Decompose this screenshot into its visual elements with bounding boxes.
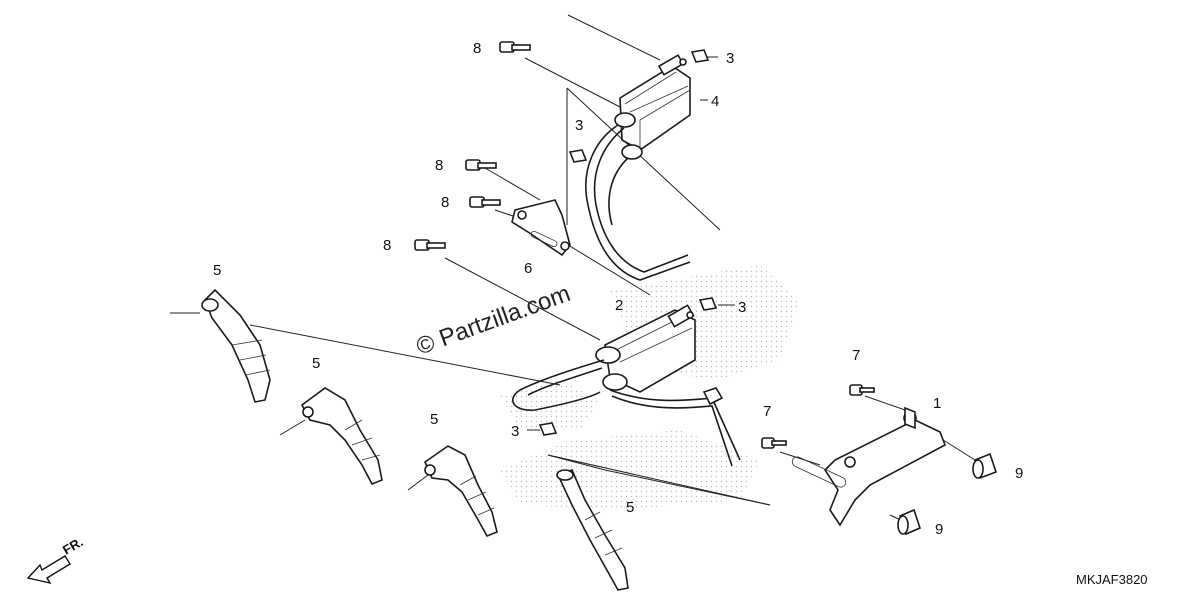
bolt xyxy=(465,159,497,171)
shading-area xyxy=(500,380,600,430)
screw xyxy=(849,384,875,396)
mounting-bracket xyxy=(791,406,947,527)
clip xyxy=(698,297,718,311)
ignition-coil-lower xyxy=(595,304,696,393)
clip xyxy=(690,49,710,63)
callout-6: 6 xyxy=(524,260,532,277)
bolt xyxy=(499,41,531,53)
callout-7: 7 xyxy=(852,347,860,364)
coil-bracket xyxy=(511,199,571,257)
callout-5: 5 xyxy=(430,411,438,428)
callout-8: 8 xyxy=(441,194,449,211)
callout-8: 8 xyxy=(473,40,481,57)
bolt xyxy=(414,239,446,251)
watermark: © Partzilla.com xyxy=(413,280,574,361)
callout-2: 2 xyxy=(615,297,623,314)
callout-labels: 1 2 3 3 3 3 4 5 5 5 5 6 7 7 8 8 8 8 9 9 xyxy=(213,40,1023,538)
ignition-wires xyxy=(512,124,741,467)
callout-8: 8 xyxy=(435,157,443,174)
callout-9: 9 xyxy=(935,521,943,538)
clip xyxy=(568,149,588,163)
shading-area xyxy=(500,430,760,510)
callout-5: 5 xyxy=(213,262,221,279)
diagram-code: MKJAF3820 xyxy=(1076,572,1148,587)
spark-plug-cap xyxy=(300,387,383,486)
spark-plug-cap xyxy=(424,445,498,538)
bolt xyxy=(469,196,501,208)
callout-5: 5 xyxy=(626,499,634,516)
callout-8: 8 xyxy=(383,237,391,254)
spark-plug-cap xyxy=(201,288,271,403)
grommet xyxy=(972,452,998,480)
callout-4: 4 xyxy=(711,93,719,110)
front-direction-arrow xyxy=(26,555,71,585)
callout-3: 3 xyxy=(511,423,519,440)
callout-3: 3 xyxy=(575,117,583,134)
leader-lines xyxy=(170,14,976,523)
callout-1: 1 xyxy=(933,395,941,412)
front-marker-label: FR. xyxy=(60,534,86,557)
callout-7: 7 xyxy=(763,403,771,420)
ignition-coil-upper xyxy=(614,54,691,160)
callout-9: 9 xyxy=(1015,465,1023,482)
callout-3: 3 xyxy=(726,50,734,67)
callout-5: 5 xyxy=(312,355,320,372)
clip xyxy=(538,422,558,436)
screw xyxy=(761,437,787,449)
callout-3: 3 xyxy=(738,299,746,316)
spark-plug-cap xyxy=(556,468,629,591)
grommet xyxy=(897,508,921,536)
